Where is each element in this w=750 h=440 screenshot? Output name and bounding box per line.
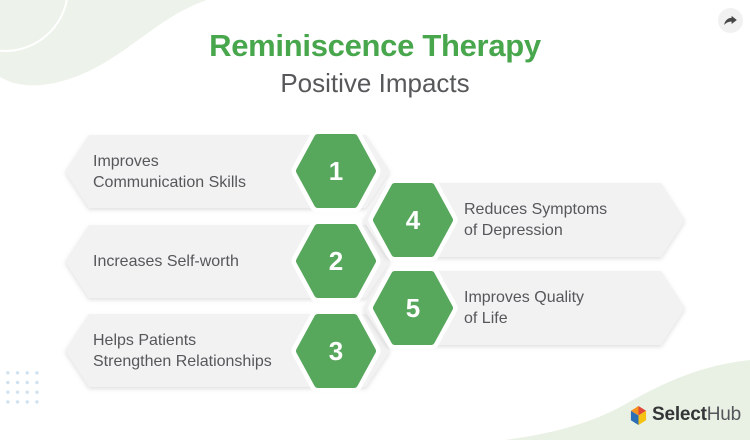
hexagon-icon (368, 178, 458, 262)
share-arrow-icon (724, 15, 737, 25)
impact-label-5: Improves Quality of Life (464, 289, 585, 327)
hexagon-icon (291, 309, 381, 393)
top-left-blob-decoration (0, 0, 207, 86)
step-number-badge-3: 3 (291, 309, 381, 393)
page-subtitle: Positive Impacts (280, 68, 470, 98)
step-number: 3 (328, 336, 344, 366)
step-number-badge-2: 2 (291, 219, 381, 303)
impact-label-1: Improves Communication Skills (93, 152, 246, 191)
impact-label-2: Increases Self-worth (93, 253, 239, 270)
step-number: 2 (328, 246, 344, 276)
step-number-badge-1: 1 (291, 129, 381, 213)
hexagon-icon (291, 129, 381, 213)
step-number: 4 (405, 205, 421, 235)
selecthub-cube-icon (630, 405, 647, 425)
selecthub-logo: SelectHub (629, 404, 741, 426)
dot-grid-decoration (3, 368, 42, 407)
impact-label-3: Helps Patients Strengthen Relationships (93, 331, 272, 370)
bottom-right-blob-decoration (505, 360, 750, 440)
impact-label-4: Reduces Symptoms of Depression (464, 201, 608, 239)
step-number: 1 (328, 156, 344, 186)
step-number-badge-5: 5 (368, 266, 458, 350)
hexagon-icon (291, 219, 381, 303)
step-number-badge-4: 4 (368, 178, 458, 262)
share-button[interactable] (718, 8, 743, 33)
brand-name: SelectHub (652, 404, 742, 425)
hexagon-icon (368, 266, 458, 350)
page-title: Reminiscence Therapy (209, 28, 541, 63)
step-number: 5 (405, 293, 421, 323)
